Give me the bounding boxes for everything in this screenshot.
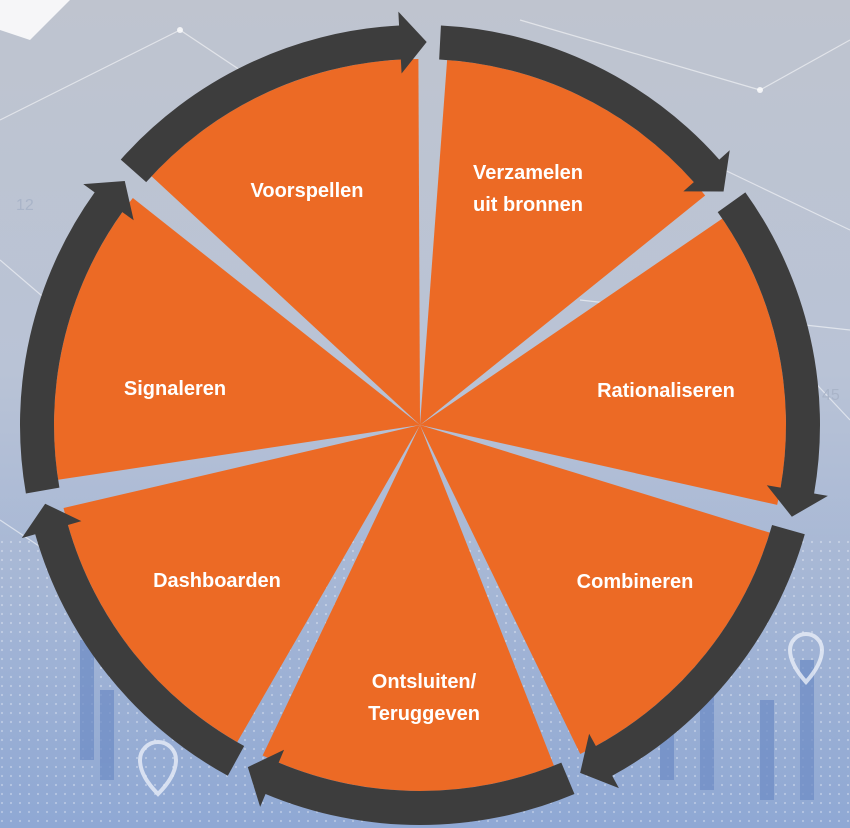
- cycle-arrow: [21, 503, 245, 776]
- cycle-arrow: [439, 25, 730, 192]
- cycle-arrow: [580, 525, 805, 789]
- segment-verzamelen: [420, 60, 706, 425]
- segment-label-ontsluiten: Teruggeven: [368, 703, 480, 725]
- background-number: 12: [16, 197, 34, 214]
- segment-label-combineren: Combineren: [577, 571, 694, 593]
- map-pin-icon: [787, 632, 825, 686]
- cycle-arrow: [120, 11, 427, 183]
- segment-label-signaleren: Signaleren: [124, 378, 226, 400]
- background-number: 45: [822, 387, 840, 404]
- segment-signaleren: [53, 198, 420, 480]
- segment-label-verzamelen: Verzamelen: [473, 162, 583, 184]
- cycle-arrow: [717, 192, 828, 517]
- segment-group: [53, 59, 787, 791]
- arrow-ring: [19, 11, 828, 826]
- label-group: Verzamelen uit bronnenRationaliserenCombi…: [124, 162, 735, 725]
- segment-label-ontsluiten: Ontsluiten/: [372, 671, 477, 693]
- segment-rationaliseren: [420, 218, 787, 505]
- segment-combineren: [420, 425, 770, 755]
- segment-label-rationaliseren: Rationaliseren: [597, 380, 735, 402]
- segment-ontsluiten: [262, 425, 554, 791]
- segment-label-voorspellen: Voorspellen: [251, 180, 364, 202]
- segment-label-verzamelen: uit bronnen: [473, 194, 583, 216]
- segment-voorspellen: [151, 59, 420, 426]
- segment-dashboarden: [63, 425, 420, 743]
- cycle-arrow: [19, 181, 134, 494]
- cycle-arrow: [247, 749, 575, 826]
- map-pin-icon: [137, 740, 179, 797]
- segment-label-dashboarden: Dashboarden: [153, 570, 281, 592]
